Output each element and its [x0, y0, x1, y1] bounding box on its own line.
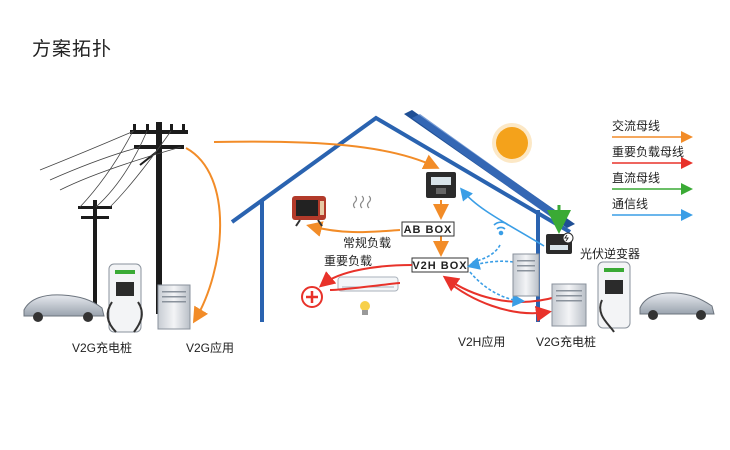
car-icon: [23, 294, 105, 322]
v2g-charger-left-label: V2G充电桩: [72, 340, 132, 355]
car-icon: [639, 292, 715, 320]
ab-box-label: AB BOX: [404, 224, 453, 236]
critical-load-label: 重要负载: [324, 254, 372, 268]
legend-label-dc: 直流母线: [612, 171, 660, 185]
page-title: 方案拓扑: [32, 39, 113, 60]
v2h-app-label: V2H应用: [458, 334, 505, 349]
solar-panel-icon: [404, 110, 575, 228]
critical-bus-lines: [318, 264, 557, 322]
v2h-box-label: V2H BOX: [412, 260, 467, 272]
bulb-icon: [360, 301, 370, 315]
power-pole-icon: [39, 122, 188, 314]
charger-icon: [106, 263, 143, 333]
meter-icon: [426, 172, 456, 198]
inverter-icon: [546, 232, 574, 254]
legend-label-critical: 重要负载母线: [612, 145, 684, 159]
cabinet-icon: [551, 283, 587, 327]
ac-bus-lines: [185, 140, 449, 324]
v2g-app-left-label: V2G应用: [186, 340, 234, 355]
cabinet-icon: [512, 253, 540, 297]
legend-label-comm: 通信线: [612, 197, 648, 211]
tv-icon: [292, 196, 326, 227]
plus-icon: [301, 286, 323, 308]
charger-icon: [597, 261, 631, 333]
pv-inverter-label: 光伏逆变器: [580, 246, 640, 261]
normal-load-label: 常规负载: [343, 235, 391, 250]
heat-icon: [352, 195, 372, 209]
cabinet-icon: [157, 284, 191, 330]
v2h-box: V2H BOX: [411, 257, 469, 273]
v2g-charger-right-label: V2G充电桩: [536, 334, 596, 349]
comm-lines: [459, 187, 545, 307]
legend-label-ac: 交流母线: [612, 118, 660, 133]
ab-box: AB BOX: [401, 221, 455, 237]
legend: 交流母线 重要负载母线 直流母线 通信线: [612, 118, 693, 221]
sun-icon: [492, 123, 532, 163]
